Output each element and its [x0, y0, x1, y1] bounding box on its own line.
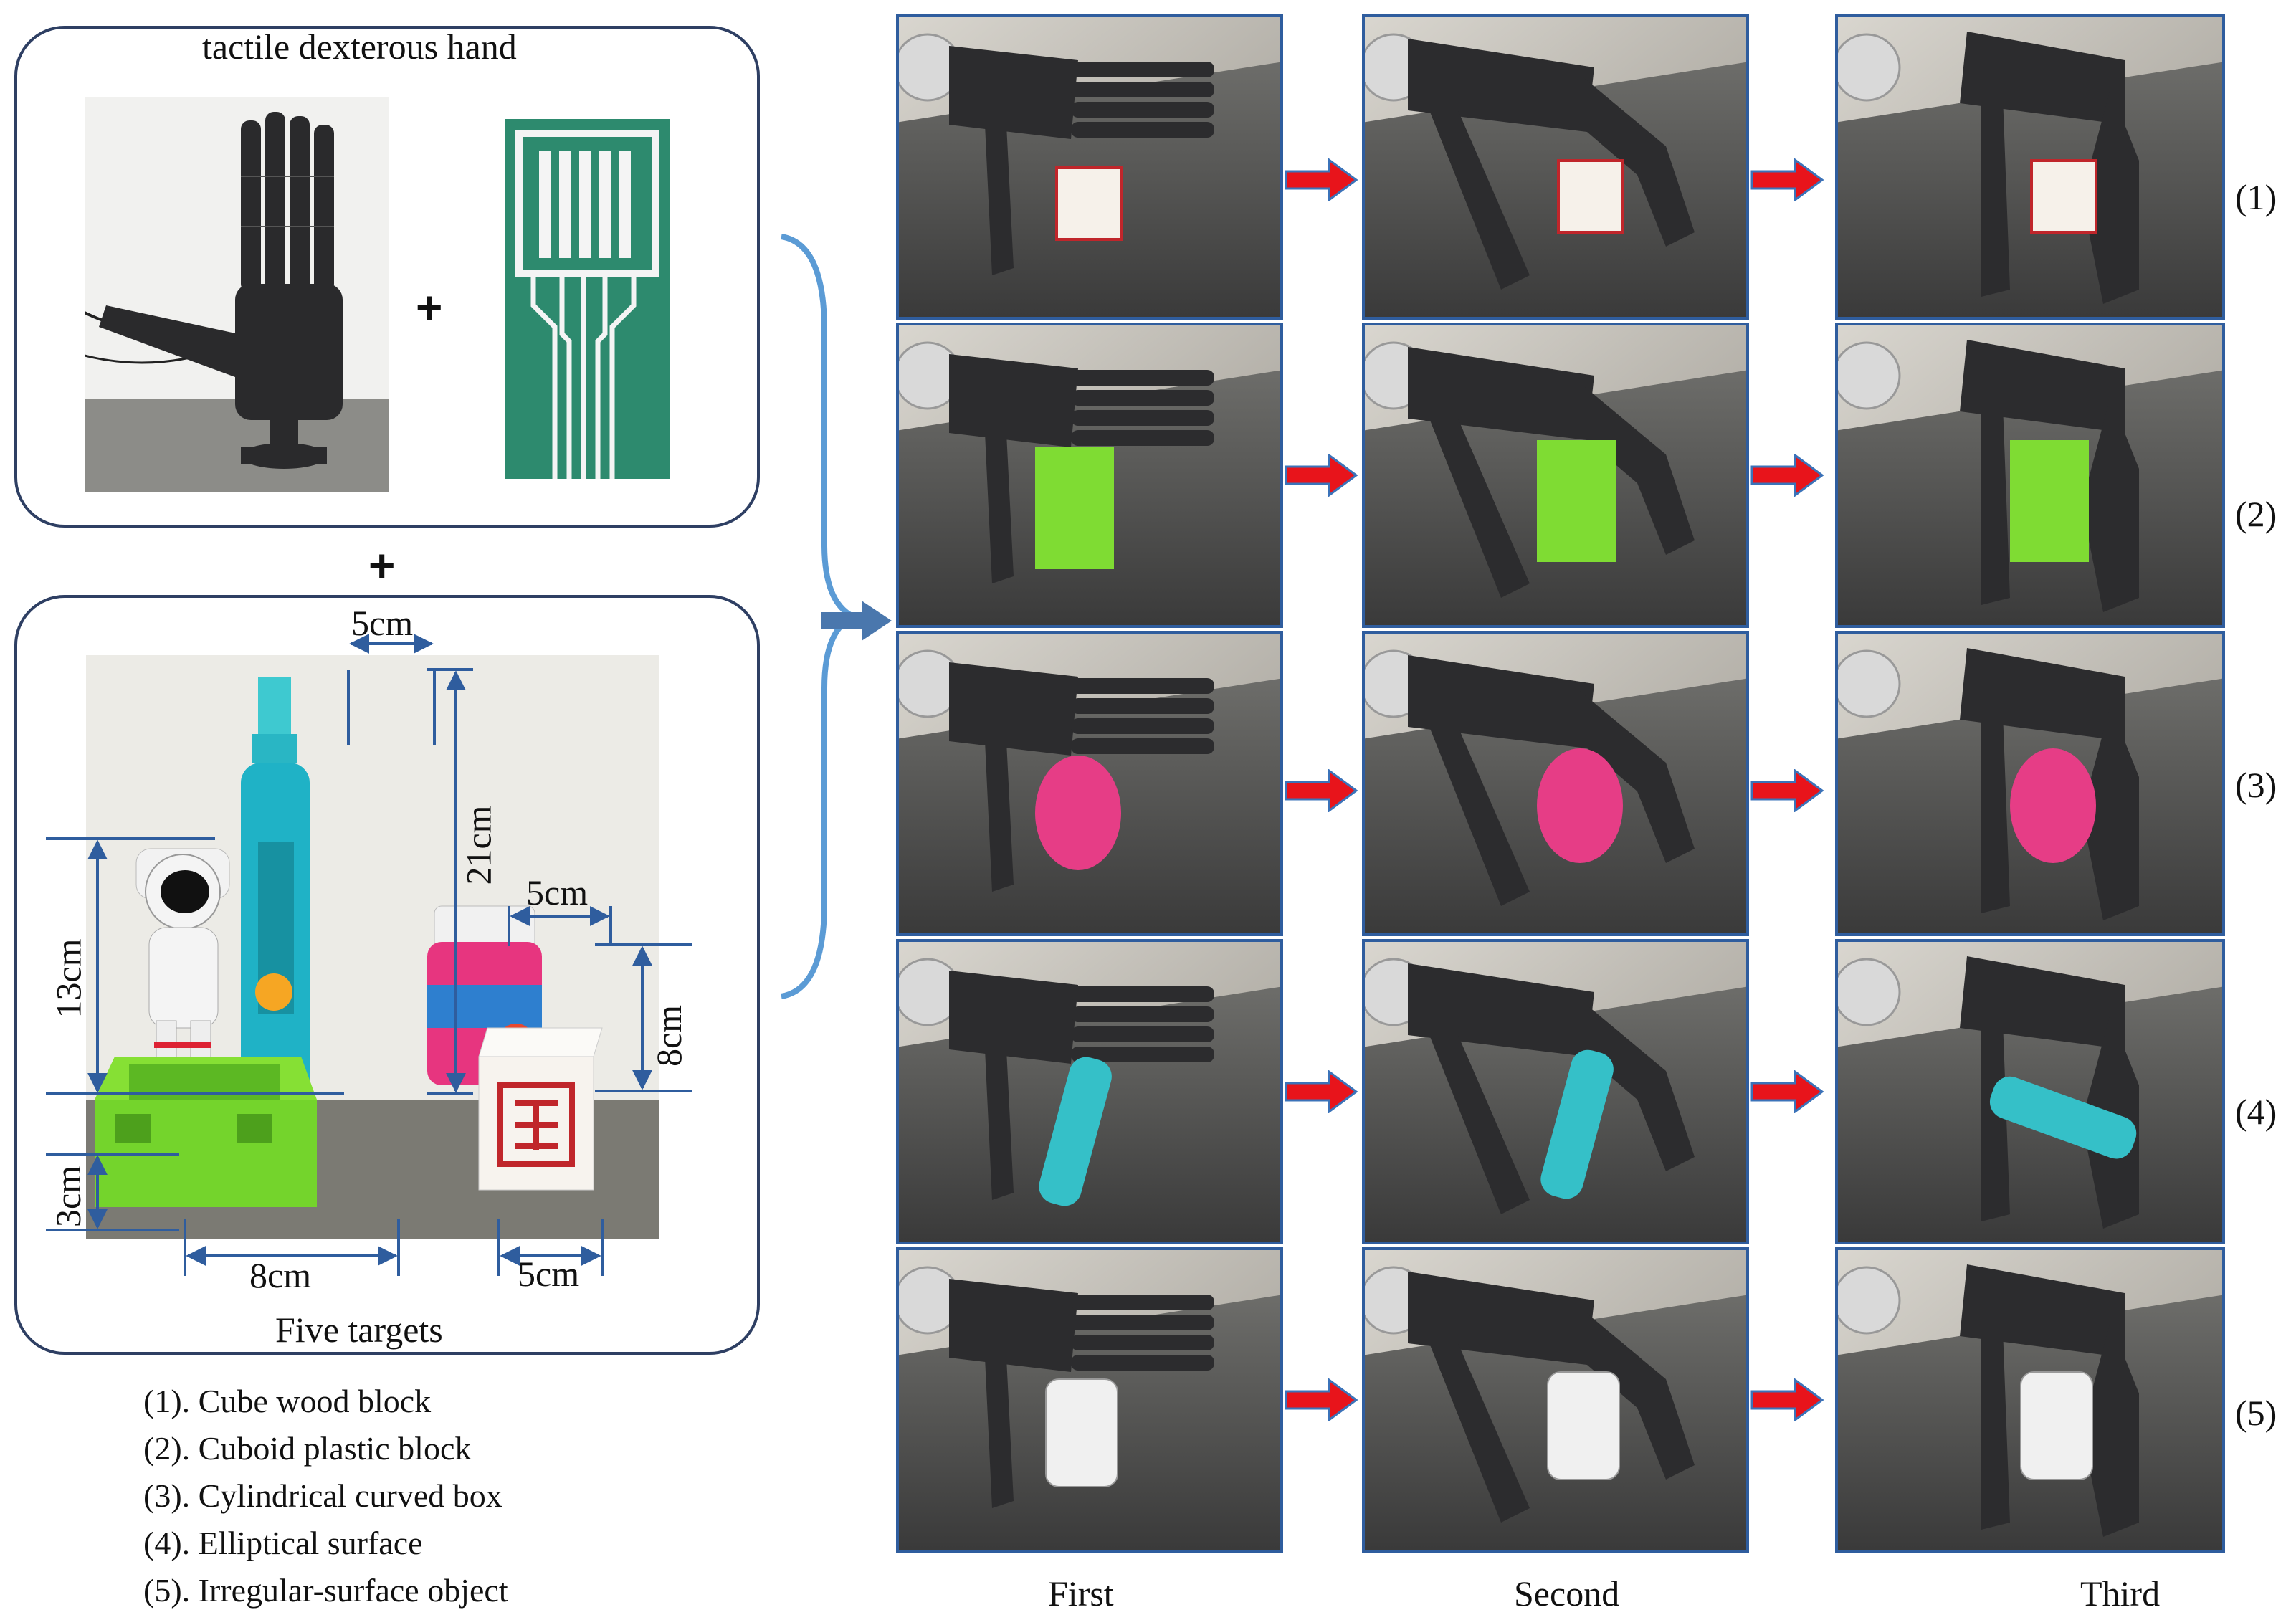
hand-panel-title: tactile dexterous hand — [202, 27, 517, 67]
grasp-photo-row2-step1 — [896, 323, 1283, 628]
legend-item-5: (5). Irregular-surface object — [143, 1572, 508, 1609]
dim-bottle-width: 5cm — [351, 603, 414, 643]
red-right-arrow-icon — [1750, 1378, 1824, 1421]
row-label-2: (2) — [2235, 494, 2277, 534]
grasp-photo-row5-step1 — [896, 1247, 1283, 1553]
column-label-first: First — [1048, 1573, 1114, 1614]
legend-item-2: (2). Cuboid plastic block — [143, 1430, 472, 1467]
legend-item-1: (1). Cube wood block — [143, 1383, 432, 1419]
dim-bottle-height: 21cm — [458, 805, 499, 885]
grasp-photo-row2-step2 — [1362, 323, 1749, 628]
row-label-1: (1) — [2235, 177, 2277, 217]
row-label-4: (4) — [2235, 1092, 2277, 1132]
targets-caption: Five targets — [275, 1310, 443, 1350]
dim-box-height: 8cm — [649, 1004, 690, 1067]
row-label-5: (5) — [2235, 1393, 2277, 1433]
column-label-second: Second — [1514, 1573, 1620, 1614]
dexterous-hand-photo — [85, 97, 389, 492]
grasp-photo-row1-step2 — [1362, 14, 1749, 320]
legend-item-4: (4). Elliptical surface — [143, 1525, 423, 1561]
plus-sign-hand: + — [416, 282, 443, 333]
grasp-photo-row1-step3 — [1835, 14, 2225, 320]
tactile-sensor-photo — [505, 119, 670, 479]
red-right-arrow-icon — [1285, 1378, 1358, 1421]
red-right-arrow-icon — [1750, 158, 1824, 201]
grasp-photo-row3-step1 — [896, 631, 1283, 936]
column-label-third: Third — [2080, 1573, 2161, 1614]
red-right-arrow-icon — [1750, 1070, 1824, 1113]
row-label-3: (3) — [2235, 765, 2277, 805]
targets-legend: (1). Cube wood block (2). Cuboid plastic… — [143, 1378, 508, 1614]
grasp-photo-row4-step3 — [1835, 939, 2225, 1244]
grasp-photo-row5-step2 — [1362, 1247, 1749, 1553]
red-right-arrow-icon — [1750, 769, 1824, 812]
dimension-lines — [46, 634, 692, 1276]
grasp-photo-row3-step2 — [1362, 631, 1749, 936]
dim-block-height: 3cm — [48, 1165, 89, 1228]
plus-sign-targets: + — [368, 540, 396, 591]
grasp-photo-row2-step3 — [1835, 323, 2225, 628]
red-right-arrow-icon — [1285, 1070, 1358, 1113]
grasp-photo-row3-step3 — [1835, 631, 2225, 936]
dim-figure-height: 13cm — [48, 938, 89, 1019]
dim-box-width: 5cm — [526, 872, 589, 913]
red-right-arrow-icon — [1285, 769, 1358, 812]
blue-right-arrow-icon — [821, 601, 892, 641]
grasp-photo-row5-step3 — [1835, 1247, 2225, 1553]
grasp-photo-row1-step1 — [896, 14, 1283, 320]
legend-item-3: (3). Cylindrical curved box — [143, 1477, 502, 1514]
red-right-arrow-icon — [1750, 454, 1824, 497]
grasp-photo-row4-step2 — [1362, 939, 1749, 1244]
grasp-photo-row4-step1 — [896, 939, 1283, 1244]
dim-block-width: 8cm — [249, 1255, 312, 1295]
red-right-arrow-icon — [1285, 454, 1358, 497]
red-right-arrow-icon — [1285, 158, 1358, 201]
dim-cube-width: 5cm — [518, 1254, 580, 1294]
